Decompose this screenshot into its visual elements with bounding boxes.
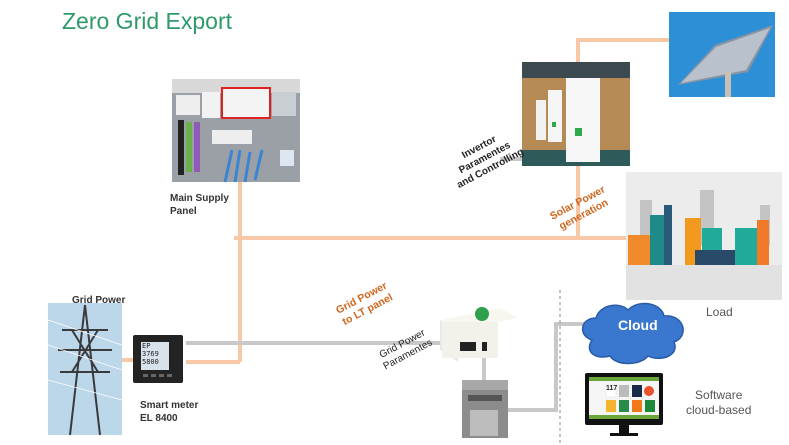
server-to-cloud-line <box>508 322 586 412</box>
grid-tower-image <box>47 303 123 436</box>
software-label-line2: cloud-based <box>686 403 752 417</box>
grid-power-label: Grid Power <box>72 295 126 306</box>
meter-display-line: 5800 <box>142 358 159 366</box>
power-lines <box>122 38 670 364</box>
smart-meter-label: Smart meter EL 8400 <box>140 399 198 425</box>
software-monitor-image <box>585 373 663 436</box>
meter-display-line: EP <box>142 342 151 350</box>
smart-meter-label-line1: Smart meter <box>140 400 199 411</box>
gateway-device-image <box>440 307 518 362</box>
main-panel-label-line2: Panel <box>170 206 197 217</box>
load-label: Load <box>706 305 733 319</box>
main-panel-label: Main Supply Panel <box>170 192 229 218</box>
meter-display-line: 3769 <box>142 350 159 358</box>
main-panel-label-line1: Main Supply <box>170 193 229 204</box>
data-lines <box>186 157 586 412</box>
cloud-label: Cloud <box>618 317 658 333</box>
inverter-image <box>522 62 630 166</box>
page-title: Zero Grid Export <box>62 8 232 34</box>
solar-panel-image <box>669 12 775 97</box>
cloud-shape: Cloud <box>582 302 684 365</box>
meter-display: EP 3769 5800 <box>142 342 159 366</box>
smart-meter-label-line2: EL 8400 <box>140 413 178 424</box>
load-image <box>626 172 782 300</box>
software-label-line1: Software <box>695 388 743 402</box>
software-label: Software cloud-based <box>686 388 751 418</box>
main-panel-image <box>172 79 300 183</box>
smart-meter-image <box>133 335 183 383</box>
server-image <box>462 380 508 438</box>
dashboard-value: 117 <box>606 385 618 392</box>
